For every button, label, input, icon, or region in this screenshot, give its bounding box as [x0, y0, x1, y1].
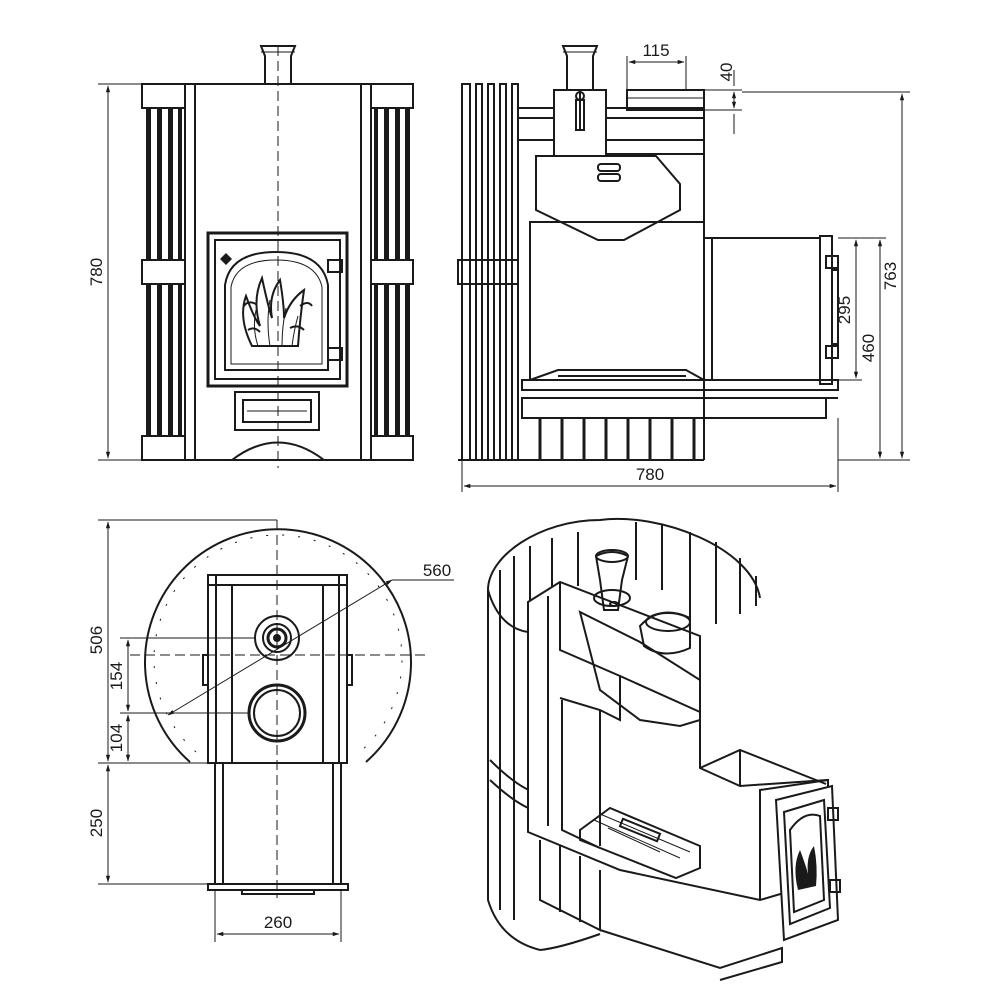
front-height-label: 780 — [87, 258, 106, 286]
base-legs — [538, 418, 696, 460]
front-view: 780 — [87, 45, 414, 468]
right-grille — [374, 108, 410, 436]
chimney-offset-label: 115 — [642, 41, 669, 60]
tube-offset-label: 104 — [107, 724, 126, 752]
tunnel-length-label: 250 — [87, 809, 106, 837]
side-view: 115 40 763 295 460 780 — [457, 41, 910, 492]
flue-offset-label: 154 — [107, 662, 126, 690]
door-height-label: 295 — [835, 296, 854, 324]
depth-label: 506 — [87, 626, 106, 654]
diameter-label: 560 — [423, 561, 451, 580]
chimney-rise-label: 40 — [717, 63, 736, 82]
left-grille — [146, 108, 182, 436]
flame-icon — [242, 274, 313, 347]
top-view: 560 506 154 104 250 260 — [87, 519, 454, 942]
door-top-label: 460 — [859, 334, 878, 362]
isometric-view — [487, 517, 841, 981]
shell-bars — [499, 522, 757, 920]
iso-fire-door — [774, 784, 841, 942]
side-width-label: 780 — [636, 465, 664, 484]
tunnel-width-label: 260 — [264, 913, 292, 932]
total-height-label: 763 — [881, 262, 900, 290]
